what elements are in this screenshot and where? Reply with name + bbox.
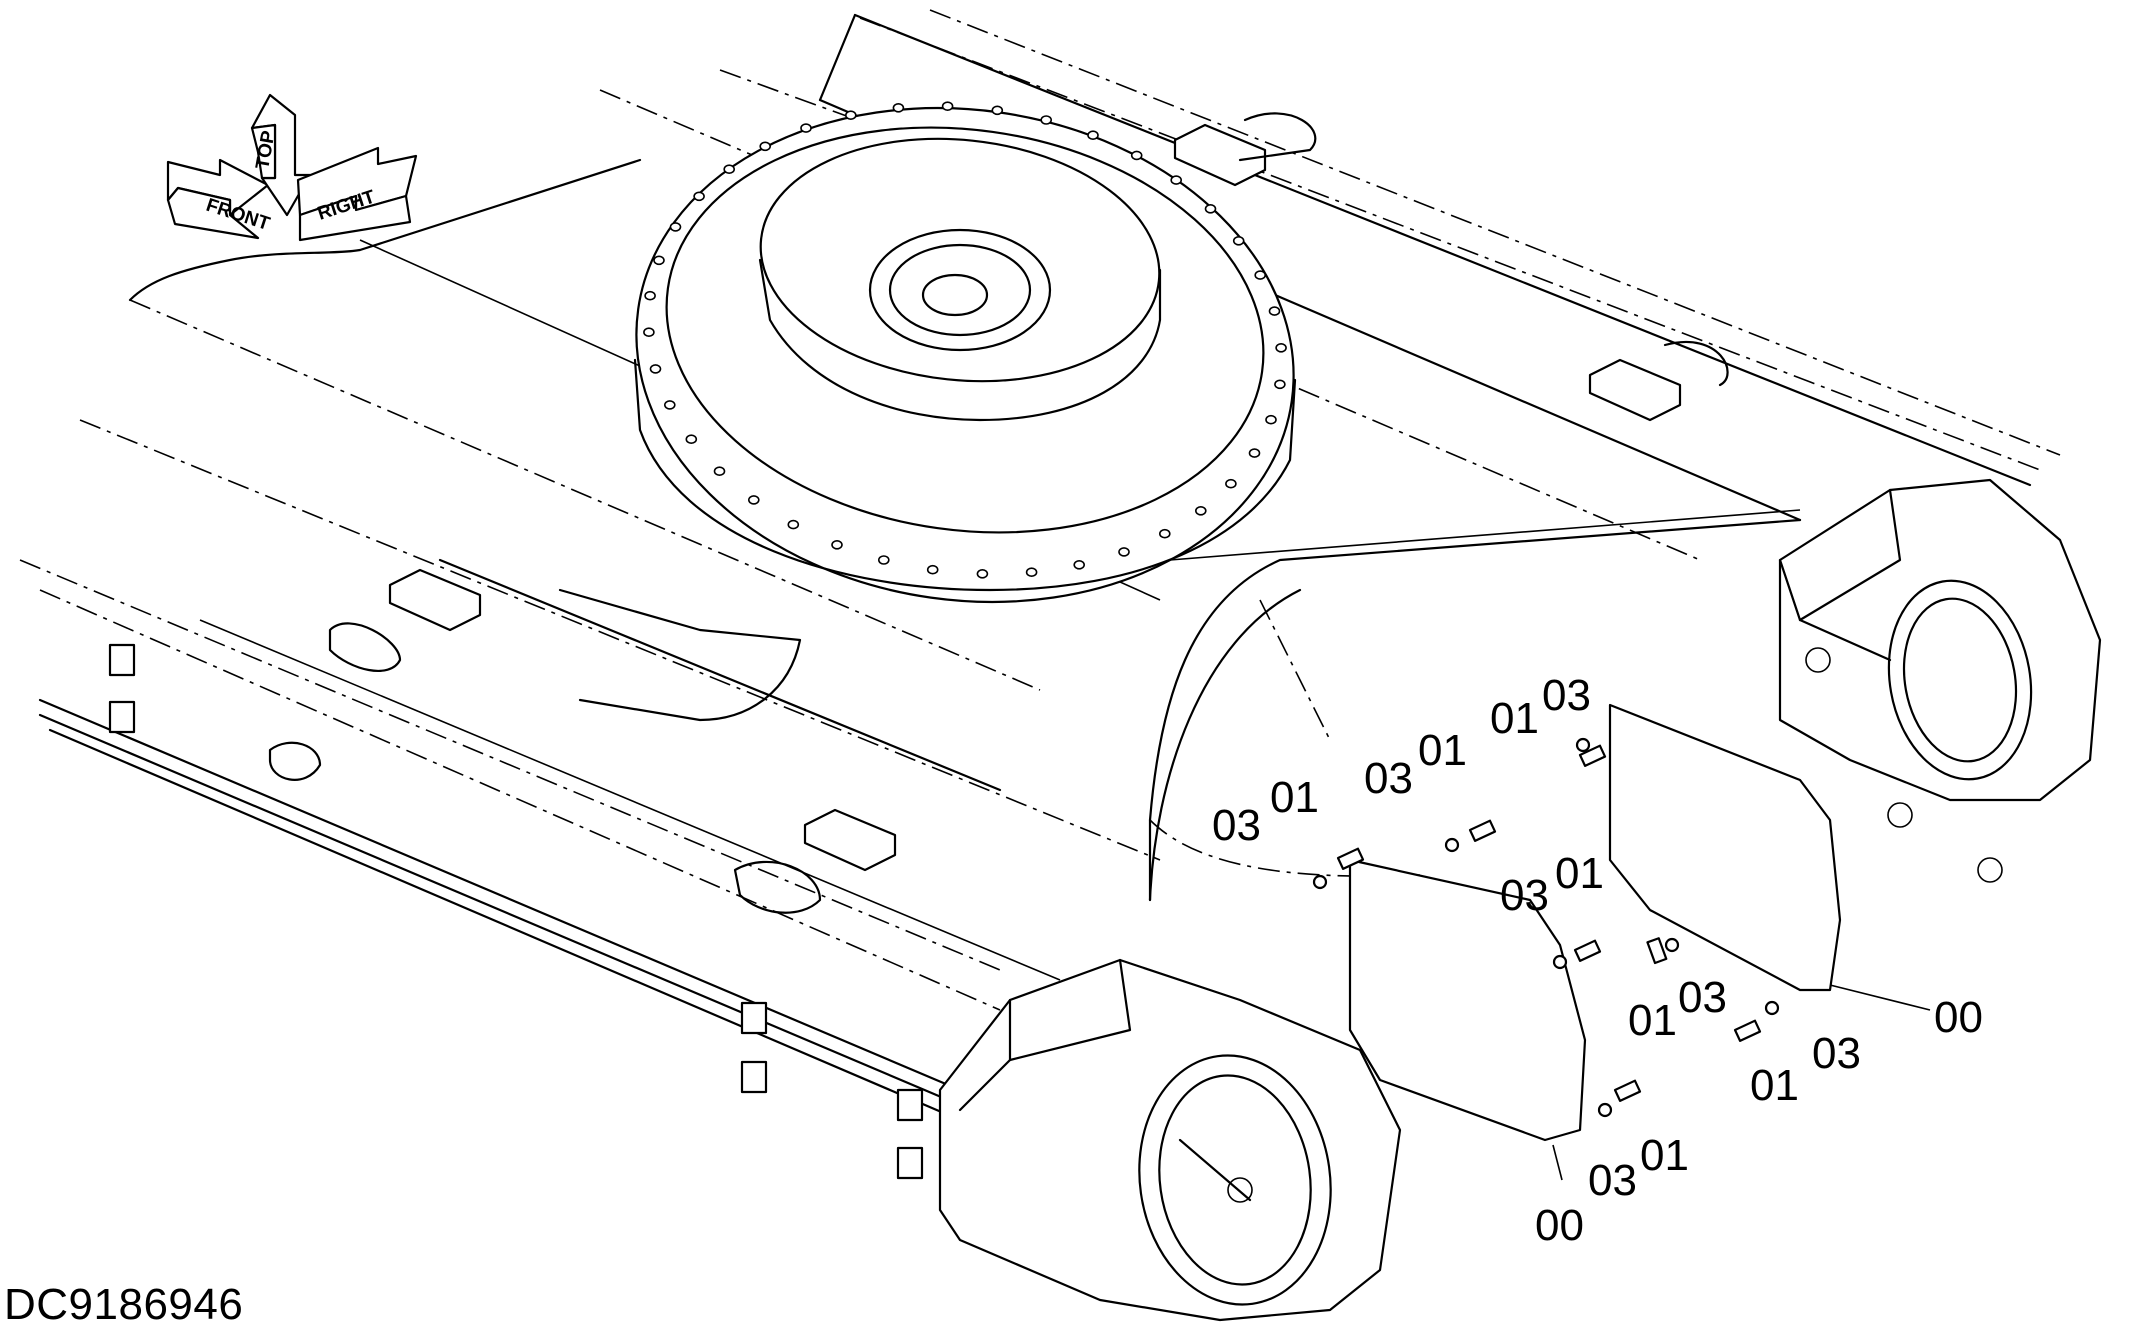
callout-label: 03 xyxy=(1588,1156,1637,1205)
callout-label: 03 xyxy=(1500,871,1549,920)
bolt-hole xyxy=(1248,448,1261,458)
bolt-hole xyxy=(1274,379,1286,390)
callout-labels: 01 03 03 01 03 01 03 01 01 03 03 01 00 0… xyxy=(1212,671,1983,1250)
cover-plate-front xyxy=(1348,858,1587,1142)
bolt-hole xyxy=(941,101,954,111)
bolt-icon xyxy=(1646,937,1668,965)
washer-icon xyxy=(1552,954,1568,970)
bolt-hole xyxy=(1275,342,1287,353)
bolt-icon xyxy=(1468,819,1497,842)
bolt-icon xyxy=(1733,1019,1762,1042)
bolt-hole xyxy=(926,564,939,575)
bolt-hole xyxy=(669,222,682,232)
bolt-hole xyxy=(1118,547,1130,557)
bolt-hole xyxy=(976,568,989,579)
bolt-hole xyxy=(1265,414,1277,425)
swing-bolt-holes xyxy=(643,101,1287,579)
bolt-hole xyxy=(649,364,662,374)
bolt-hole xyxy=(663,400,676,410)
bolt-hole xyxy=(787,519,800,530)
bolt-hole xyxy=(1268,306,1281,316)
bolt-icon xyxy=(1336,847,1365,870)
bolt-hole xyxy=(713,466,726,477)
washer-icon xyxy=(1764,1000,1780,1016)
washer-icon xyxy=(1444,837,1460,853)
bolt-hole xyxy=(1087,130,1099,140)
cover-plates xyxy=(1348,703,1842,1142)
bolt-hole xyxy=(1225,478,1237,489)
callout-label: 01 xyxy=(1628,996,1677,1045)
bolt-hole xyxy=(1025,567,1038,578)
callout-label: 01 xyxy=(1640,1131,1689,1180)
bolt-hole xyxy=(685,434,698,445)
front-housing xyxy=(938,958,1402,1322)
bolt-hole xyxy=(831,539,843,550)
callout-label: 03 xyxy=(1678,973,1727,1022)
bolt-hole xyxy=(759,141,772,152)
washer-icon xyxy=(1597,1102,1613,1118)
leader-lines xyxy=(1552,984,1931,1181)
bolt-hole xyxy=(1195,505,1207,516)
callout-label: 03 xyxy=(1542,671,1591,720)
bolt-hole xyxy=(1204,204,1217,214)
bolt-hole xyxy=(800,123,812,133)
callout-label: 01 xyxy=(1418,726,1467,775)
callout-label: 03 xyxy=(1364,754,1413,803)
washer-icon xyxy=(1312,874,1328,890)
document-id: DC9186946 xyxy=(4,1280,244,1329)
bolt-hole xyxy=(1130,150,1143,161)
bolt-hole xyxy=(892,103,905,113)
callout-label: 03 xyxy=(1812,1029,1861,1078)
bolt-hole xyxy=(1232,236,1245,246)
bolt-hole xyxy=(653,255,665,266)
bolt-hole xyxy=(1254,270,1266,280)
bolt-hole xyxy=(747,495,760,505)
callout-label: 01 xyxy=(1270,773,1319,822)
rear-housing xyxy=(1778,478,2102,883)
bolt-hole xyxy=(1040,115,1052,125)
swing-bearing xyxy=(633,101,1297,604)
bolt-hole xyxy=(1073,559,1085,570)
callout-label: 01 xyxy=(1555,849,1604,898)
bolt-icon xyxy=(1573,939,1602,962)
callout-label: 00 xyxy=(1535,1201,1584,1250)
cover-plate-rear xyxy=(1608,703,1842,992)
bolt-hole xyxy=(643,327,655,338)
bolt-hole xyxy=(844,110,857,120)
orientation-arrows-icon: FRONT TOP RIGHT xyxy=(166,93,418,242)
washer-icon xyxy=(1575,737,1591,753)
bolt-hole xyxy=(1170,175,1182,185)
fasteners xyxy=(1312,737,1780,1118)
callout-label: 00 xyxy=(1934,993,1983,1042)
callout-label: 01 xyxy=(1750,1061,1799,1110)
bolt-hole xyxy=(991,105,1004,116)
bolt-icon xyxy=(1578,744,1607,767)
bolt-icon xyxy=(1613,1079,1642,1102)
bolt-hole xyxy=(644,290,656,301)
bolt-hole xyxy=(1159,528,1171,539)
track-frame xyxy=(19,9,2061,1122)
callout-label: 01 xyxy=(1490,694,1539,743)
bolt-hole xyxy=(723,164,736,174)
callout-label: 03 xyxy=(1212,801,1261,850)
bolt-hole xyxy=(877,555,890,565)
frame-pads xyxy=(108,112,1729,1180)
bolt-hole xyxy=(693,191,705,202)
washer-icon xyxy=(1664,937,1680,953)
